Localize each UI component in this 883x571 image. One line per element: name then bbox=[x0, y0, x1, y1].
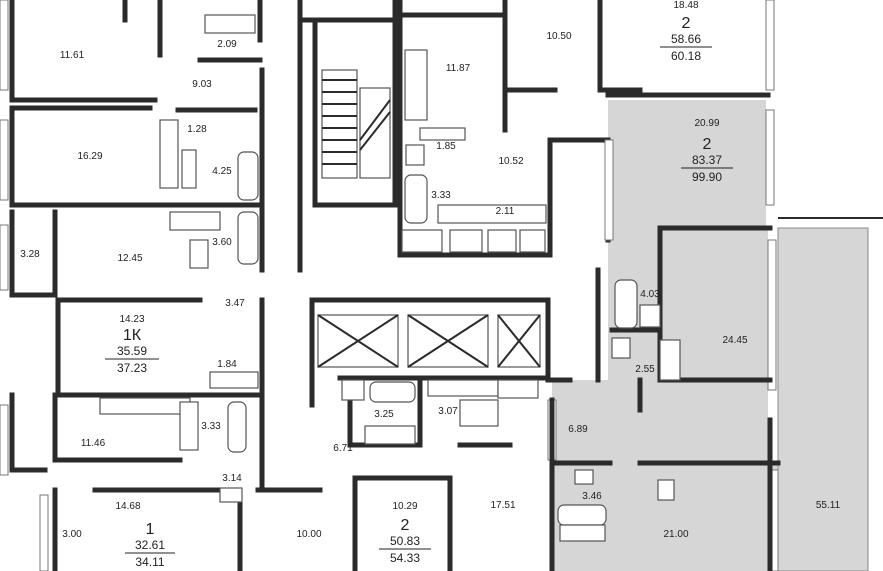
service-shafts bbox=[209, 139, 614, 503]
bathtubs bbox=[227, 151, 638, 526]
room-area: 4.03 bbox=[640, 289, 660, 300]
room-area: 11.61 bbox=[60, 50, 85, 61]
room-area: 9.03 bbox=[192, 79, 212, 90]
apartment-label-2-50: 2 50.83 54.33 bbox=[379, 517, 431, 565]
room-area: 11.46 bbox=[81, 438, 106, 449]
sinks-and-toilets bbox=[99, 14, 681, 542]
apartment-label-1: 1 32.61 34.11 bbox=[125, 521, 175, 569]
apartment-living-area: 35.59 bbox=[117, 344, 147, 358]
room-area: 10.29 bbox=[392, 501, 417, 512]
apartment-living-area: 58.66 bbox=[671, 32, 701, 46]
room-area: 4.25 bbox=[212, 166, 232, 177]
room-area: 3.14 bbox=[222, 473, 242, 484]
apartment-label-2-83: 2 83.37 99.90 bbox=[681, 136, 733, 184]
apartment-rooms: 2 bbox=[682, 15, 691, 32]
staircase bbox=[321, 69, 391, 179]
room-area: 3.33 bbox=[201, 421, 221, 432]
room-area: 18.48 bbox=[673, 0, 698, 11]
apartment-rooms: 2 bbox=[703, 136, 712, 153]
room-area: 6.71 bbox=[333, 443, 353, 454]
room-area: 3.00 bbox=[62, 529, 82, 540]
room-area: 1.28 bbox=[187, 124, 207, 135]
room-area: 20.99 bbox=[694, 118, 719, 129]
room-area: 1.85 bbox=[436, 141, 456, 152]
highlight-zone-upper bbox=[608, 100, 766, 228]
apartment-label-2-58: 2 58.66 60.18 bbox=[660, 15, 712, 63]
room-area: 24.45 bbox=[722, 335, 747, 346]
room-area: 10.52 bbox=[498, 156, 523, 167]
apartment-rooms: 1К bbox=[123, 327, 142, 344]
room-area: 3.33 bbox=[431, 190, 451, 201]
apartment-total-area: 99.90 bbox=[692, 170, 722, 184]
room-area: 3.07 bbox=[438, 406, 458, 417]
apartment-total-area: 54.33 bbox=[390, 551, 420, 565]
room-area: 3.47 bbox=[225, 298, 245, 309]
room-area: 2.55 bbox=[635, 364, 655, 375]
room-area: 3.25 bbox=[374, 409, 394, 420]
room-area: 16.29 bbox=[77, 151, 102, 162]
room-area: 3.60 bbox=[212, 237, 232, 248]
room-area: 10.50 bbox=[546, 31, 571, 42]
apartment-rooms: 2 bbox=[401, 517, 410, 534]
terrace bbox=[777, 227, 869, 571]
room-area: 3.28 bbox=[20, 249, 40, 260]
apartment-rooms: 1 bbox=[146, 521, 155, 538]
room-area: 55.11 bbox=[816, 500, 841, 511]
room-area: 2.11 bbox=[496, 206, 515, 217]
apartment-label-1k: 1К 35.59 37.23 bbox=[105, 327, 159, 375]
room-area: 2.09 bbox=[217, 39, 237, 50]
apartment-living-area: 32.61 bbox=[135, 538, 165, 552]
room-area: 12.45 bbox=[117, 253, 142, 264]
room-area: 6.89 bbox=[568, 424, 588, 435]
apartment-total-area: 60.18 bbox=[671, 49, 701, 63]
room-area: 1.84 bbox=[217, 359, 237, 370]
room-area: 3.46 bbox=[582, 491, 602, 502]
apartment-living-area: 83.37 bbox=[692, 153, 722, 167]
elevators bbox=[317, 314, 541, 368]
apartment-total-area: 34.11 bbox=[135, 555, 164, 569]
room-area: 14.23 bbox=[119, 314, 144, 325]
walls bbox=[9, 0, 781, 571]
highlight-zone-hall bbox=[552, 380, 652, 463]
apartment-living-area: 50.83 bbox=[390, 534, 420, 548]
room-area: 14.68 bbox=[115, 501, 140, 512]
room-area: 10.00 bbox=[296, 529, 321, 540]
room-labels: 11.61 2.09 9.03 16.29 1.28 4.25 3.28 12.… bbox=[20, 0, 840, 540]
room-area: 21.00 bbox=[663, 529, 688, 540]
apartment-total-area: 37.23 bbox=[117, 361, 147, 375]
room-area: 17.51 bbox=[490, 500, 515, 511]
room-area: 11.87 bbox=[446, 63, 471, 74]
